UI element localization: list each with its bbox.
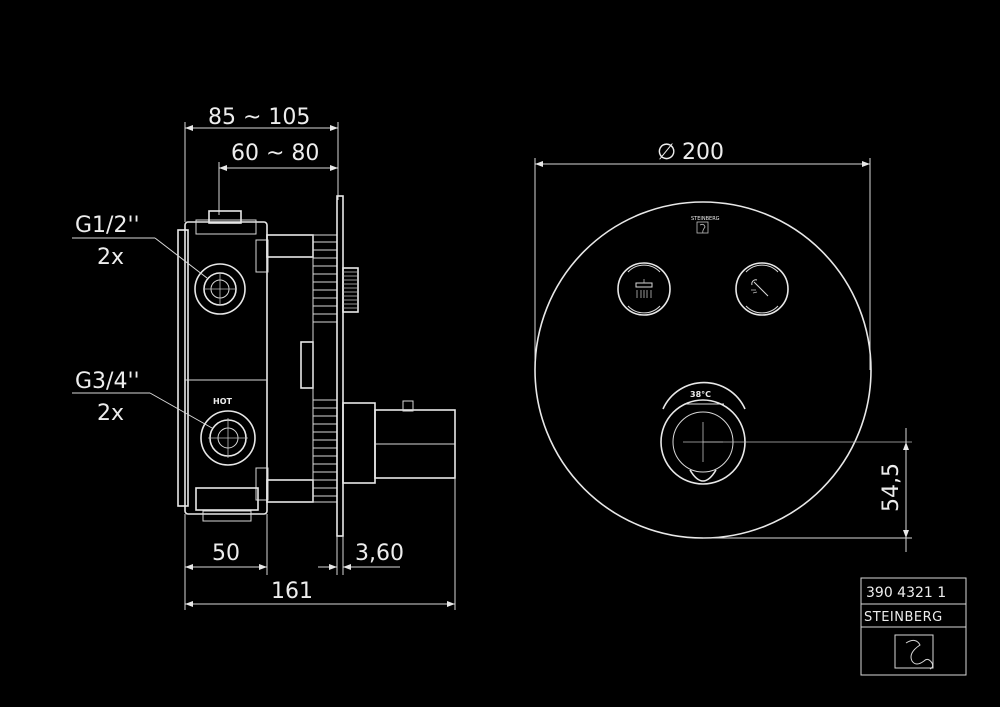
front-view: ∅ 200 STEINBERG <box>534 140 912 552</box>
plate-brand-mark: STEINBERG <box>691 216 720 222</box>
thread-small-label: G1/2'' <box>75 213 140 238</box>
wall-plate <box>336 195 344 537</box>
inlet-port-hot <box>200 410 256 466</box>
dim-body-width-label: 50 <box>212 541 240 566</box>
knob-side <box>342 400 456 484</box>
dim-diameter-line <box>534 158 871 370</box>
dim-knob-offset-line <box>703 428 912 552</box>
dim-knob-offset-label: 54,5 <box>879 463 904 512</box>
cover-plate <box>534 201 872 539</box>
hot-label: HOT <box>213 397 232 406</box>
thread-large-qty: 2x <box>97 401 124 426</box>
dim-total-depth-line <box>184 122 339 222</box>
dim-install-depth-label: 60 ~ 80 <box>231 141 319 166</box>
dim-body-width-line <box>184 514 268 610</box>
hand-shower-icon <box>751 279 769 297</box>
overhead-shower-icon <box>635 279 653 298</box>
hand-shower-button[interactable] <box>735 262 789 316</box>
button-stub <box>342 267 359 313</box>
side-view: 85 ~ 105 60 ~ 80 <box>72 105 456 610</box>
dim-overall-length-label: 161 <box>271 579 313 604</box>
article-number: 390 4321 1 <box>866 585 946 601</box>
inlet-port-top <box>194 263 246 315</box>
thread-large-label: G3/4'' <box>75 369 140 394</box>
dim-overall-length-line <box>185 478 456 610</box>
dim-install-depth-line <box>218 162 338 215</box>
shower-button[interactable] <box>617 262 671 316</box>
thread-small-qty: 2x <box>97 245 124 270</box>
dim-diameter-label: 200 <box>682 140 724 165</box>
valve-body <box>177 210 269 522</box>
dim-plate-thickness-line <box>318 536 400 575</box>
dim-diameter-symbol: ∅ <box>657 140 676 165</box>
dim-plate-thickness-label: 3,60 <box>355 541 404 566</box>
thread-leaders <box>72 237 213 429</box>
temperature-mark: 38°C <box>690 390 711 399</box>
steinberg-logo-icon <box>894 634 934 670</box>
dim-total-depth-label: 85 ~ 105 <box>208 105 310 130</box>
plate-logo-icon <box>696 221 709 234</box>
extension-sleeve <box>266 234 338 503</box>
title-block: 390 4321 1 STEINBERG <box>860 577 967 676</box>
title-brand: STEINBERG <box>864 610 943 625</box>
